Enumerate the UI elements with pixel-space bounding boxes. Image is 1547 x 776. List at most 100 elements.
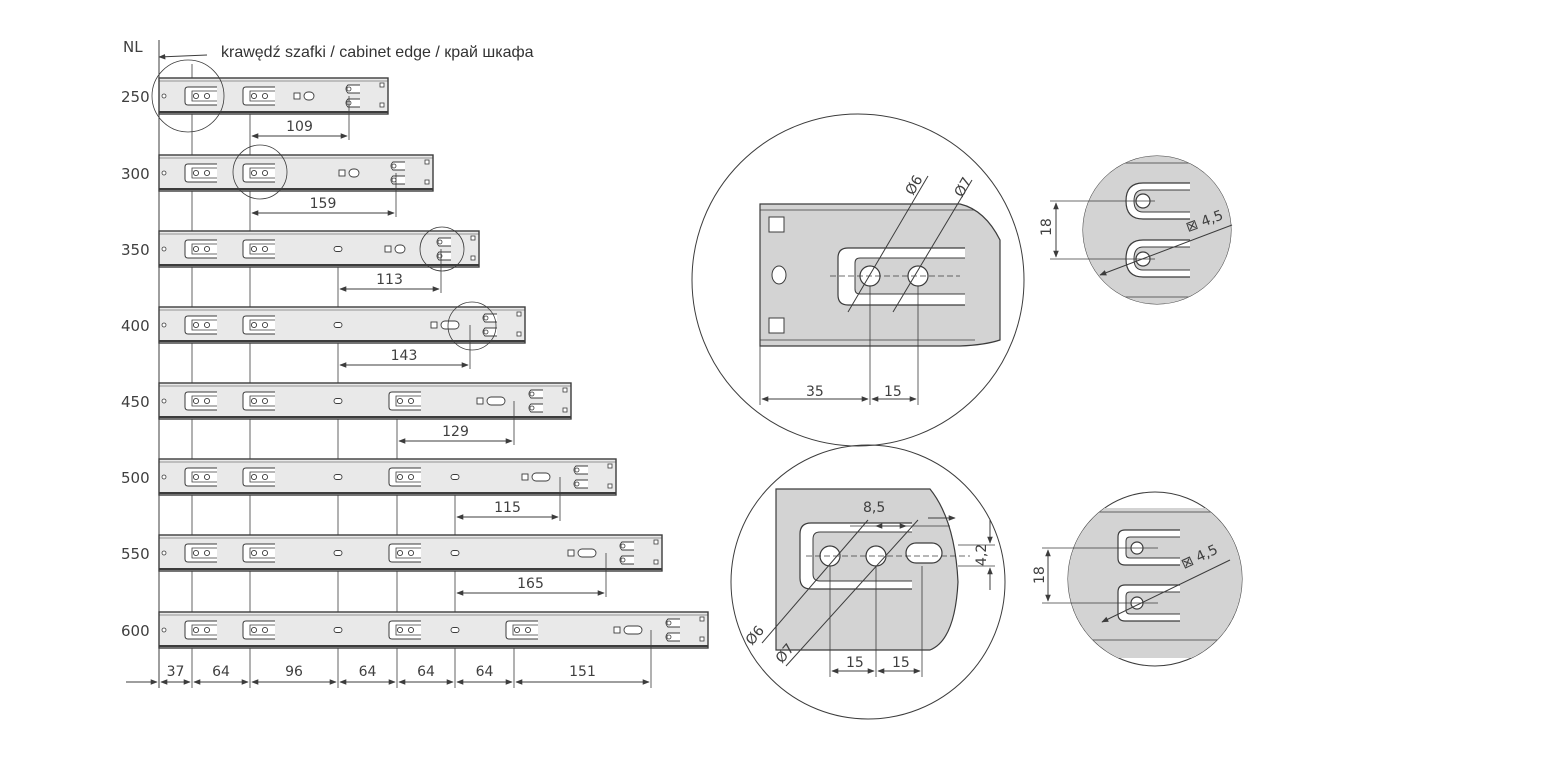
square-hole bbox=[613, 626, 621, 634]
mount-slot bbox=[184, 391, 217, 411]
mount-slot bbox=[242, 239, 275, 259]
chain-value: 64 bbox=[417, 664, 435, 680]
nl-value: 400 bbox=[121, 317, 150, 335]
square-hole bbox=[768, 317, 785, 334]
hook-hole bbox=[346, 86, 352, 92]
end-hole bbox=[161, 93, 167, 99]
dimension-value: 109 bbox=[286, 119, 313, 135]
mount-hole bbox=[407, 626, 415, 634]
dia7-label: Ø7 bbox=[952, 175, 976, 200]
chain-value: 37 bbox=[167, 664, 185, 680]
corner-hole bbox=[424, 159, 430, 165]
mount-hole bbox=[261, 473, 269, 481]
hook-hole bbox=[391, 177, 397, 183]
mount-slot bbox=[184, 543, 217, 563]
mount-hole bbox=[250, 321, 258, 329]
mount-hole bbox=[407, 549, 415, 557]
mount-hole bbox=[396, 473, 404, 481]
nl-value: 350 bbox=[121, 241, 150, 259]
dimension-value: 129 bbox=[442, 424, 469, 440]
hook-hole bbox=[483, 315, 489, 321]
mount-hole bbox=[192, 169, 200, 177]
corner-hole bbox=[516, 331, 522, 337]
nl-value: 550 bbox=[121, 545, 150, 563]
mount-slot bbox=[242, 467, 275, 487]
hook-hole bbox=[529, 405, 535, 411]
nl-value: 250 bbox=[121, 88, 150, 106]
mount-slot bbox=[184, 163, 217, 183]
rail-350: 350 113 bbox=[121, 226, 480, 293]
dimension-value: 143 bbox=[391, 348, 418, 364]
dimension-value: 115 bbox=[494, 500, 521, 516]
corner-hole bbox=[379, 82, 385, 88]
mount-hole bbox=[192, 397, 200, 405]
corner-hole bbox=[470, 235, 476, 241]
mount-hole bbox=[407, 473, 415, 481]
oval-hole bbox=[771, 265, 787, 285]
mount-hole bbox=[192, 92, 200, 100]
nl-value: 500 bbox=[121, 469, 150, 487]
hook-hole bbox=[574, 481, 580, 487]
dimension-value: 113 bbox=[376, 272, 403, 288]
small-slot bbox=[450, 550, 460, 556]
mount-hole bbox=[261, 92, 269, 100]
dim-15: 15 bbox=[884, 384, 902, 400]
corner-hole bbox=[699, 616, 705, 622]
hook-hole bbox=[666, 634, 672, 640]
mount-hole bbox=[203, 473, 211, 481]
oblong-hole bbox=[394, 244, 406, 254]
rail-600: 600 bbox=[121, 611, 709, 649]
dim-15a: 15 bbox=[846, 655, 864, 671]
chain-value: 64 bbox=[212, 664, 230, 680]
mount-hole bbox=[192, 321, 200, 329]
corner-hole bbox=[470, 255, 476, 261]
mount-hole bbox=[203, 397, 211, 405]
mount-hole bbox=[250, 626, 258, 634]
square-hole bbox=[293, 92, 301, 100]
dim-18: 18 bbox=[1032, 566, 1048, 584]
mount-hole bbox=[513, 626, 521, 634]
small-slot bbox=[333, 246, 343, 252]
square-hole bbox=[338, 169, 346, 177]
detail-rear-hook-alt: 18 ⊠ 4,5 bbox=[1032, 491, 1243, 667]
mount-hole bbox=[203, 245, 211, 253]
mount-hole bbox=[250, 397, 258, 405]
nl-value: 600 bbox=[121, 622, 150, 640]
corner-hole bbox=[562, 387, 568, 393]
hook-hole bbox=[574, 467, 580, 473]
mount-hole bbox=[192, 549, 200, 557]
mount-slot bbox=[388, 391, 421, 411]
mount-slot bbox=[242, 543, 275, 563]
detail-marker bbox=[232, 144, 288, 200]
oblong-hole bbox=[348, 168, 360, 178]
small-slot bbox=[450, 627, 460, 633]
mount-hole bbox=[261, 549, 269, 557]
end-hole bbox=[161, 627, 167, 633]
square-hole bbox=[567, 549, 575, 557]
mount-slot bbox=[184, 239, 217, 259]
nl-value: 450 bbox=[121, 393, 150, 411]
small-slot bbox=[333, 627, 343, 633]
end-hole bbox=[161, 550, 167, 556]
mount-hole bbox=[250, 549, 258, 557]
dim-35: 35 bbox=[806, 384, 824, 400]
oblong-hole bbox=[577, 548, 597, 558]
detail-marker bbox=[447, 301, 497, 351]
detail-marker bbox=[419, 226, 465, 272]
hook-hole bbox=[666, 620, 672, 626]
mount-hole bbox=[250, 245, 258, 253]
rail-body bbox=[158, 382, 572, 420]
square-hole bbox=[476, 397, 484, 405]
mount-hole bbox=[261, 626, 269, 634]
mount-hole bbox=[203, 92, 211, 100]
mount-slot bbox=[242, 620, 275, 640]
mount-hole bbox=[203, 549, 211, 557]
corner-hole bbox=[607, 463, 613, 469]
end-hole bbox=[161, 474, 167, 480]
oblong-hole bbox=[905, 542, 943, 564]
oblong-hole bbox=[623, 625, 643, 635]
